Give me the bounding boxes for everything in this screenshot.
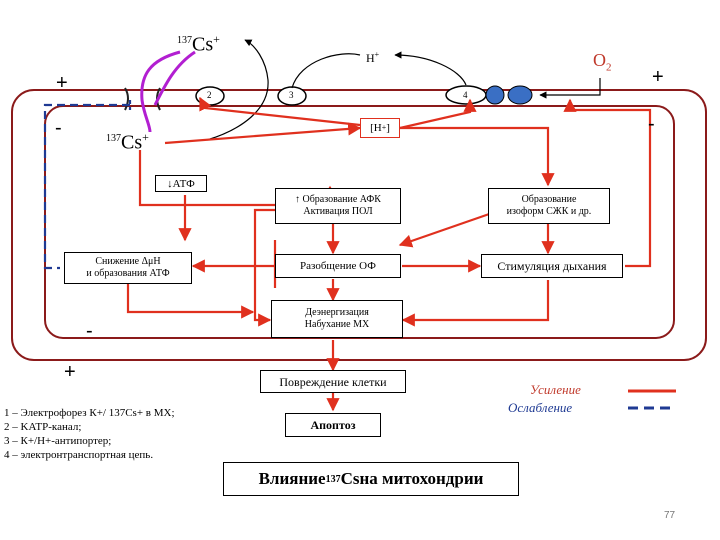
page-number: 77 <box>664 510 676 521</box>
cs-inner-label: 137Cs+ <box>106 130 149 154</box>
o2-label: O2 <box>593 50 612 74</box>
povr-box: Повреждение клетки <box>260 370 406 393</box>
flow-h-right <box>400 126 555 187</box>
o2-arrow <box>539 78 601 99</box>
legend-item-1: 1 – Электрофорез К+/ 137Cs+ в МХ; <box>4 407 175 419</box>
flow-snizh-deenerg <box>126 284 255 319</box>
flow-decrease <box>43 103 130 270</box>
h-arrow <box>291 53 361 89</box>
channel-2-label: 2 <box>207 90 212 100</box>
atf-box: ↓АТФ <box>155 175 207 192</box>
flow-stim-etc <box>563 98 652 268</box>
cs-import-path-2 <box>153 50 196 106</box>
key-increase: Усиление <box>530 382 581 397</box>
razob-box: Разобщение ОФ <box>275 254 401 278</box>
flow-h-left <box>199 96 361 127</box>
inner-minus-bottom: - <box>86 320 93 342</box>
h-top-label: H+ <box>366 50 380 65</box>
stim-box: Стимуляция дыхания <box>481 254 623 278</box>
key-decrease: Ослабление <box>508 400 573 415</box>
channel-3-label: 3 <box>289 90 294 100</box>
channel-legend: 1 – Электрофорез К+/ 137Cs+ в МХ; 2 – KА… <box>4 406 175 462</box>
cs-top-label: 137Cs+ <box>177 32 220 56</box>
flow-afk-deenerg <box>253 208 275 327</box>
outer-plus-left: + <box>56 72 68 94</box>
legend-item-3: 3 – К+/Н+-антипортер; <box>4 435 112 447</box>
legend-item-2: 2 – KАТР-канал; <box>4 421 82 433</box>
h-inner-box: [H+] <box>360 118 400 138</box>
inner-minus-left: - <box>55 117 62 139</box>
flow-h-to-afk <box>399 98 477 130</box>
cs-import-path <box>140 50 181 133</box>
outer-membrane <box>11 89 707 361</box>
flow-stim-deenerg <box>401 280 550 327</box>
legend-item-4: 4 – электронтранспортная цепь. <box>4 449 154 461</box>
outer-plus-bottom: + <box>64 361 76 383</box>
channel-4-label: 4 <box>463 90 468 100</box>
cs-export-arrow <box>206 39 269 141</box>
etc-blue-2 <box>507 85 533 105</box>
etc-blue-1 <box>485 85 505 105</box>
flow-cs-to-h <box>164 122 362 145</box>
h-arrow-2 <box>394 51 467 86</box>
flow-izo-razob <box>398 210 496 248</box>
inner-minus-right: - <box>648 113 655 135</box>
outer-plus-right: + <box>652 66 664 88</box>
apoptoz-box: Апоптоз <box>285 413 381 437</box>
